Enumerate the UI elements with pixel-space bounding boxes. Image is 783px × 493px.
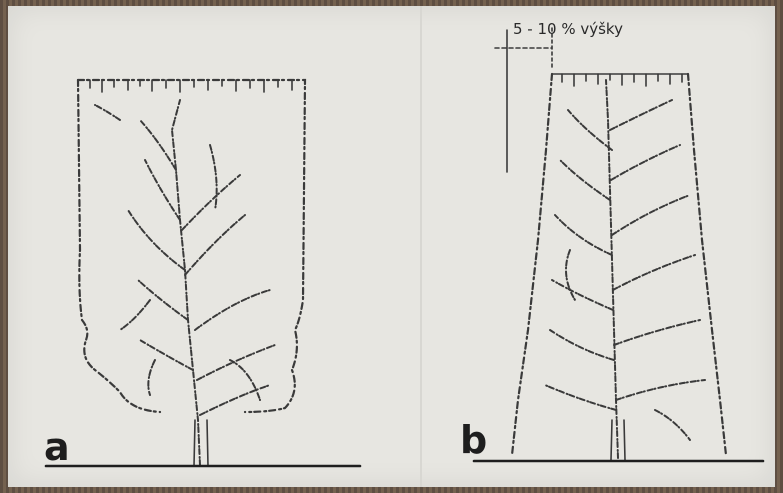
hedge-b-outline [512,74,726,455]
hedge-a-top-edge [90,80,292,92]
dimension-marker [495,28,552,172]
hedge-b-branches [545,80,705,458]
hedge-a-trunk [194,420,208,466]
dimension-label: 5 - 10 % výšky [513,20,623,38]
panel-label-a: a [44,428,70,466]
hedge-b-top-edge [552,74,688,86]
hedge-a-branches [95,100,275,465]
panel-label-b: b [460,421,487,459]
